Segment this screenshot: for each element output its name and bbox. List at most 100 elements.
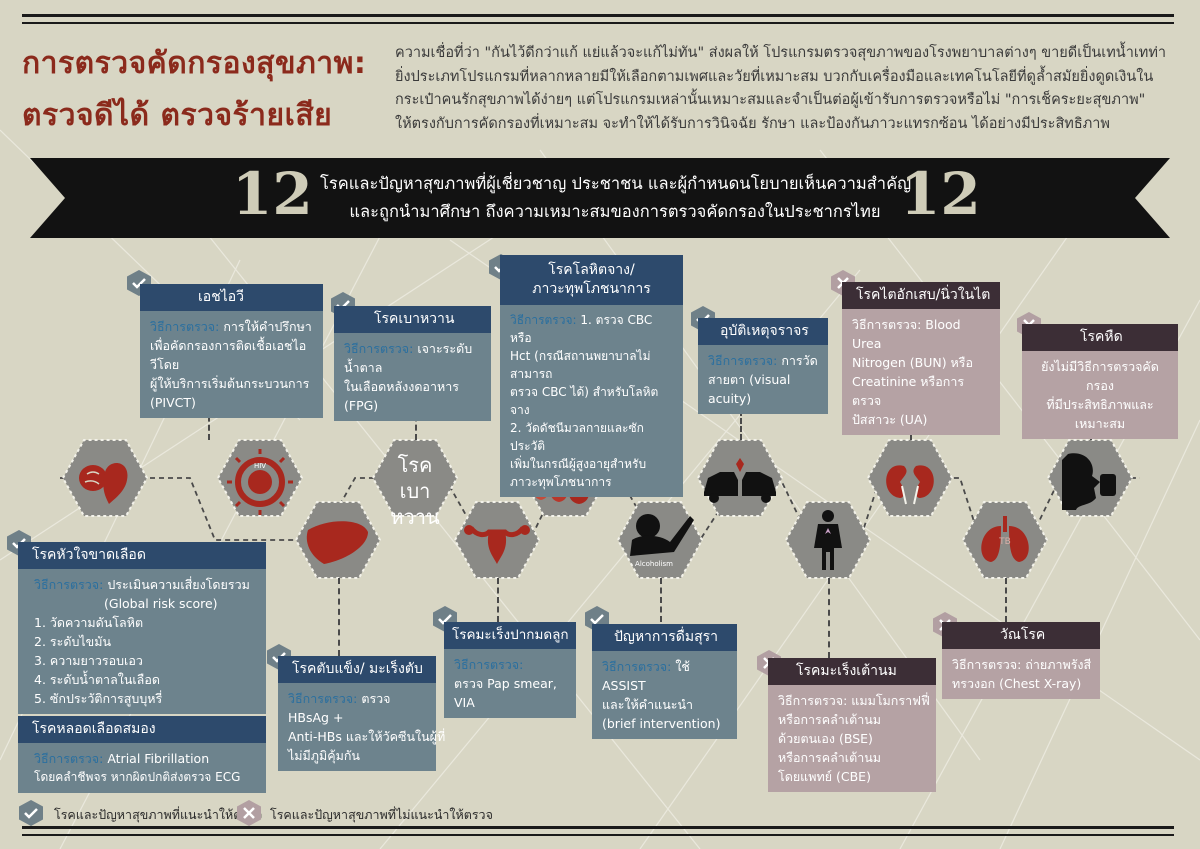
card-body: วิธีการตรวจ: ตรวจ Pap smear, VIA xyxy=(444,649,576,718)
card-line: เจาะระดับน้ำตาล xyxy=(344,341,473,375)
lungs-icon: TB xyxy=(981,516,1029,562)
connector-cervical xyxy=(497,578,499,622)
banner-line-1: โรคและปัญหาสุขภาพที่ผู้เชี่ยวชาญ ประชาชน… xyxy=(320,174,912,193)
card-line: และให้คำแนะนำ xyxy=(602,697,694,712)
card-line: ใช้ ASSIST xyxy=(602,659,690,693)
title-line-1: การตรวจคัดกรองสุขภาพ: xyxy=(22,46,367,81)
card-line: Creatinine หรือการตรวจ xyxy=(852,374,965,408)
card-line: ตรวจ Pap smear, VIA xyxy=(454,676,557,710)
card-line: วิธีการตรวจ: ถ่ายภาพรังสี xyxy=(952,657,1092,672)
card-title: ปัญหาการดื่มสุรา xyxy=(592,624,737,651)
card-body: วิธีการตรวจ: Blood Urea Nitrogen (BUN) ห… xyxy=(842,309,1000,435)
card-line: สายตา (visual acuity) xyxy=(708,372,791,406)
card-accident: อุบัติเหตุจราจร วิธีการตรวจ: การวัด สายต… xyxy=(698,318,828,414)
intro-line: ความเชื่อที่ว่า "กันไว้ดีกว่าแก้ แย่แล้ว… xyxy=(395,45,1167,61)
x-icon xyxy=(236,800,262,826)
intro-paragraph: ความเชื่อที่ว่า "กันไว้ดีกว่าแก้ แย่แล้ว… xyxy=(395,42,1175,136)
connector-accident xyxy=(740,410,742,440)
card-line: วิธีการตรวจ: แมมโมกราฟฟี่ xyxy=(778,693,930,708)
card-line: ตรวจ CBC ได้) สำหรับโลหิตจาง xyxy=(510,385,659,417)
card-line: ประเมินความเสี่ยงโดยรวม xyxy=(107,577,250,592)
bottom-rule xyxy=(22,826,1174,829)
card-line: เพิ่มในกรณีผู้สูงอายุสำหรับ xyxy=(510,457,647,471)
card-title-line: โรคโลหิตจาง/ xyxy=(548,262,635,278)
card-body: วิธีการตรวจ: ถ่ายภาพรังสี ทรวงอก (Chest … xyxy=(942,649,1100,699)
bottom-rule-thin xyxy=(22,834,1174,836)
card-line: ตรวจ HBsAg + xyxy=(288,691,391,725)
card-line: (brief intervention) xyxy=(602,716,721,731)
method-label: วิธีการตรวจ: xyxy=(344,341,414,356)
method-label: วิธีการตรวจ: xyxy=(510,313,577,327)
card-line: ที่มีประสิทธิภาพและเหมาะสม xyxy=(1046,397,1154,431)
card-line: Anti-HBs และให้วัคซีนในผู้ที่ xyxy=(288,729,446,744)
card-title: โรคเบาหวาน xyxy=(334,306,491,333)
woman-ribbon-icon xyxy=(814,510,842,570)
method-label: วิธีการตรวจ: xyxy=(454,657,524,672)
card-line: (PIVCT) xyxy=(150,395,196,410)
hex-text: เบาหวาน xyxy=(390,479,440,529)
card-line: ผู้ให้บริการเริ่มต้นกระบวนการ xyxy=(150,376,310,391)
card-line: หรือการคลำเต้านม xyxy=(778,750,881,765)
card-body: วิธีการตรวจ: การวัด สายตา (visual acuity… xyxy=(698,345,828,414)
card-line: ภาวะทุพโภชนาการ xyxy=(510,475,612,489)
card-line: 2. วัดดัชนีมวลกายและซักประวัติ xyxy=(510,421,644,453)
card-line: เพื่อคัดกรองการติดเชื้อเอชไอวีโดย xyxy=(150,338,307,372)
card-heart: โรคหัวใจขาดเลือด วิธีการตรวจ: ประเมินควา… xyxy=(18,542,266,714)
check-icon xyxy=(18,800,44,826)
intro-line: ยิ่งประเภทโปรแกรมที่หลากหลายมีให้เลือกตา… xyxy=(395,68,1154,85)
card-line: Atrial Fibrillation xyxy=(107,751,210,766)
card-body: วิธีการตรวจ: ใช้ ASSIST และให้คำแนะนำ (b… xyxy=(592,651,737,739)
card-title: โรคหลอดเลือดสมอง xyxy=(18,716,266,743)
connector-breast xyxy=(828,578,830,658)
heart-brain-icon xyxy=(79,462,128,504)
card-body: ยังไม่มีวิธีการตรวจคัดกรอง ที่มีประสิทธิ… xyxy=(1022,351,1178,439)
card-line: ด้วยตนเอง (BSE) xyxy=(778,731,873,746)
hiv-label: HIV xyxy=(254,462,266,470)
card-line: 1. ตรวจ CBC หรือ xyxy=(510,313,653,345)
method-label: วิธีการตรวจ: xyxy=(602,659,672,674)
card-alcohol: ปัญหาการดื่มสุรา วิธีการตรวจ: ใช้ ASSIST… xyxy=(592,624,737,739)
card-body: วิธีการตรวจ: ประเมินความเสี่ยงโดยรวม (Gl… xyxy=(18,569,266,714)
card-body: วิธีการตรวจ: การให้คำปรึกษา เพื่อคัดกรอง… xyxy=(140,311,323,418)
connector-tb xyxy=(1005,578,1007,622)
car-crash-icon xyxy=(704,458,776,503)
card-line: ยังไม่มีวิธีการตรวจคัดกรอง xyxy=(1041,359,1159,393)
banner-line-2: และถูกนำมาศึกษา ถึงความเหมาะสมของการตรวจ… xyxy=(349,202,881,221)
hex-kidney xyxy=(867,439,953,517)
card-title-line: ภาวะทุพโภชนาการ xyxy=(532,281,651,297)
card-breast: โรคมะเร็งเต้านม วิธีการตรวจ: แมมโมกราฟฟี… xyxy=(768,658,936,792)
card-body: วิธีการตรวจ: 1. ตรวจ CBC หรือ Hct (กรณีส… xyxy=(500,305,683,497)
card-title: โรคมะเร็งเต้านม xyxy=(768,658,936,685)
card-title: อุบัติเหตุจราจร xyxy=(698,318,828,345)
card-title: โรคตับแข็ง/ มะเร็งตับ xyxy=(278,656,436,683)
liver-icon xyxy=(306,521,368,564)
banner-number-left: 12 xyxy=(232,160,313,228)
card-line: (Global risk score) xyxy=(104,596,218,611)
method-label: วิธีการตรวจ: xyxy=(708,353,778,368)
title-line-2: ตรวจดีได้ ตรวจร้ายเสีย xyxy=(22,98,333,133)
hiv-virus-icon: HIV xyxy=(227,449,293,515)
card-line: โดยแพทย์ (CBE) xyxy=(778,769,871,784)
card-line: 1. วัดความดันโลหิต xyxy=(34,615,144,630)
card-body: วิธีการตรวจ: เจาะระดับน้ำตาล ในเลือดหลัง… xyxy=(334,333,491,421)
card-line: โดยคลำชีพจร หากผิดปกติส่งตรวจ ECG xyxy=(34,770,241,784)
card-line: ในเลือดหลังงดอาหาร (FPG) xyxy=(344,379,459,413)
card-line: Hct (กรณีสถานพยาบาลไม่สามารถ xyxy=(510,349,651,381)
uterus-icon xyxy=(464,525,530,564)
method-label: วิธีการตรวจ: xyxy=(34,751,104,766)
intro-line: ให้ตรงกับการคัดกรองที่เหมาะสม จะทำให้ได้… xyxy=(395,115,1110,132)
card-title: วัณโรค xyxy=(942,622,1100,649)
card-line: วิธีการตรวจ: Blood Urea xyxy=(852,317,961,351)
card-line: การวัด xyxy=(781,353,818,368)
legend-recommended: โรคและปัญหาสุขภาพที่แนะนำให้ตรวจ xyxy=(54,807,263,822)
method-label: วิธีการตรวจ: xyxy=(150,319,220,334)
card-stroke: โรคหลอดเลือดสมอง วิธีการตรวจ: Atrial Fib… xyxy=(18,716,266,793)
card-anemia: โรคโลหิตจาง/ ภาวะทุพโภชนาการ วิธีการตรวจ… xyxy=(500,255,683,497)
connector-alcohol xyxy=(660,578,662,622)
diabetes-hex-label: โรค เบาหวาน xyxy=(375,452,455,530)
connector-liver xyxy=(338,578,340,656)
card-kidney: โรคไตอักเสบ/นิ่วในไต วิธีการตรวจ: Blood … xyxy=(842,282,1000,435)
card-tb: วัณโรค วิธีการตรวจ: ถ่ายภาพรังสี ทรวงอก … xyxy=(942,622,1100,699)
